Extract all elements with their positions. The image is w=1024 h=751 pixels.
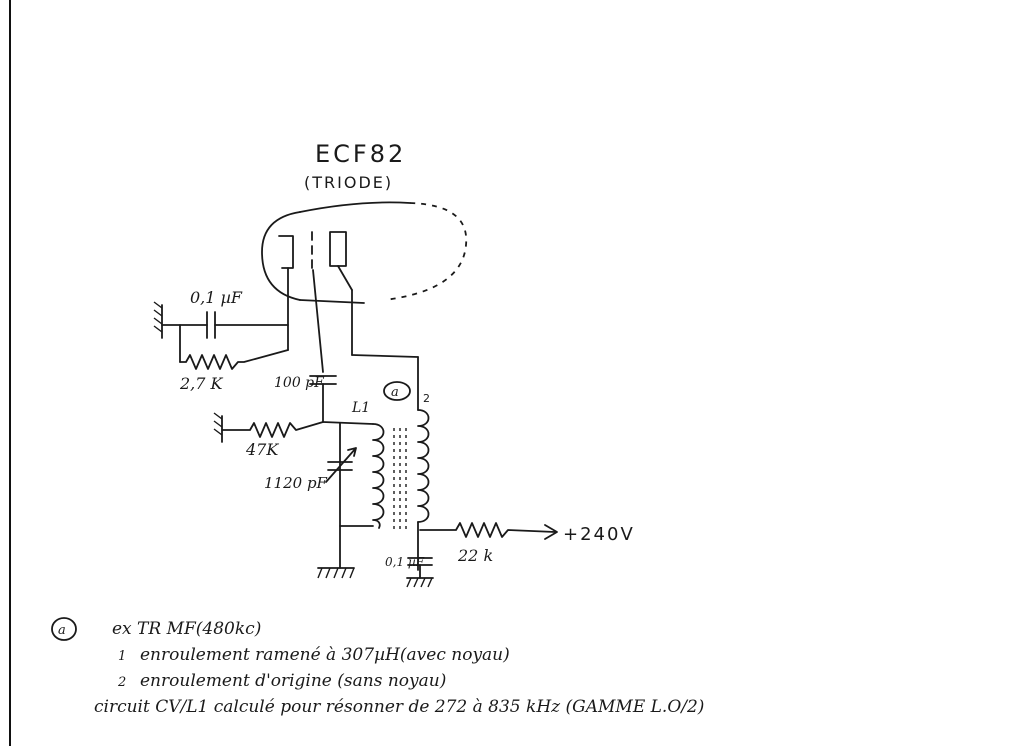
wire-grid-coil <box>322 421 374 425</box>
supply-arrow <box>544 524 558 540</box>
notes-marker-label: a <box>58 623 66 638</box>
note-marker-circle <box>383 381 411 401</box>
resistor-cathode <box>179 349 289 370</box>
tube-envelope-top <box>299 201 411 213</box>
anode-wire <box>351 354 419 358</box>
resistor-grid <box>221 421 324 438</box>
cap-coupling-label: 100 pF <box>274 375 325 391</box>
ground-hatch-cv <box>317 567 355 579</box>
tube-envelope-dashed <box>384 202 468 301</box>
notes-line-1: ex TR MF(480kc) <box>112 619 261 639</box>
cap-decoupling-label: 0,1 µF <box>385 555 425 569</box>
ground-hatch-left <box>153 301 163 333</box>
coil-label: L1 <box>351 400 370 416</box>
resistor-cathode-label: 2,7 K <box>179 374 224 393</box>
notes-line-2-num: 1 <box>118 649 126 664</box>
supply-label: +240V <box>563 524 635 545</box>
notes-marker-circle <box>51 617 77 641</box>
notes-line-3-num: 2 <box>117 675 126 690</box>
note-marker-label: a <box>391 385 399 400</box>
coil-tap-label: 2 <box>423 392 430 405</box>
anode-electrode <box>329 231 347 267</box>
cap-variable-arrow <box>325 447 357 483</box>
notes-line-2: enroulement ramené à 307µH(avec noyau) <box>140 645 510 665</box>
cap-variable-label: 1120 pF <box>264 474 328 492</box>
notes-line-4: circuit CV/L1 calculé pour résonner de 2… <box>94 697 704 717</box>
ground-hatch-grid <box>213 412 223 436</box>
resistor-supply-label: 22 k <box>457 546 493 565</box>
coil-l1 <box>372 423 385 529</box>
tube-name-label: ECF82 <box>315 140 406 168</box>
tube-envelope-bottom <box>299 299 365 304</box>
cathode-electrode <box>278 235 294 269</box>
anode-link <box>337 265 353 291</box>
grid-lead <box>312 269 324 373</box>
resistor-grid-label: 47K <box>245 440 279 459</box>
cap-grid-leak-label: 0,1 µF <box>190 288 243 307</box>
resistor-supply <box>419 522 556 538</box>
ground-hatch-decoupling <box>406 577 433 588</box>
coil-anode <box>417 409 430 523</box>
tube-section-label: (TRIODE) <box>304 173 393 192</box>
tube-envelope-left <box>261 211 301 301</box>
notes-line-3: enroulement d'origine (sans noyau) <box>140 671 446 691</box>
